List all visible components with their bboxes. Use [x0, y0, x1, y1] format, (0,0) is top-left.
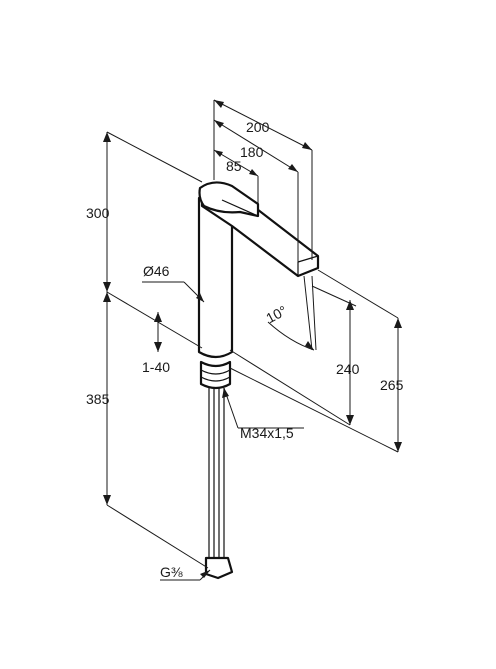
label-thread: M34x1,5	[240, 425, 294, 441]
label-handle-reach: 85	[226, 158, 242, 174]
label-body-diameter: Ø46	[143, 263, 170, 279]
mounting-nut	[199, 360, 232, 390]
nut-thread-1	[200, 369, 231, 375]
label-counter-thickness: 1-40	[142, 359, 170, 375]
label-body-height: 300	[86, 205, 110, 221]
label-spout-angle: 10°	[263, 302, 289, 326]
label-spout-reach-total: 200	[246, 119, 270, 135]
label-spout-reach-outlet: 180	[240, 144, 264, 160]
nut-thread-2	[200, 376, 231, 382]
label-outlet-height: 240	[336, 361, 360, 377]
dimension-labels: 200 180 85 300 Ø46 1-40 10° 240 265 385 …	[86, 119, 404, 580]
label-spout-height: 265	[380, 377, 404, 393]
handle-lever-edge	[221, 199, 259, 217]
dimension-arrows	[103, 100, 402, 578]
faucet-handle	[198, 181, 260, 218]
connection-fitting	[204, 556, 234, 580]
label-connection-thread: G⅜	[160, 564, 183, 580]
faucet-column	[197, 196, 234, 359]
dimension-lines	[106, 99, 399, 581]
label-below-counter-length: 385	[86, 391, 110, 407]
faucet-body	[197, 181, 320, 580]
spout-tip-edge	[297, 255, 319, 263]
